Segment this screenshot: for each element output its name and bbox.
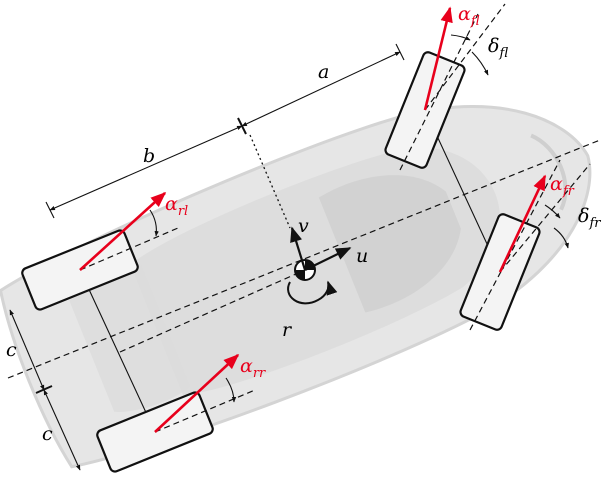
label-c-bottom: c <box>42 423 53 445</box>
label-u: u <box>356 245 368 267</box>
delta-fr-arc <box>553 227 569 249</box>
label-c-top: c <box>6 339 17 361</box>
dimension-c-bottom <box>43 389 81 471</box>
dimension-a-tick <box>395 43 405 61</box>
alpha-rl-arc <box>149 209 159 237</box>
label-alpha-fr: αfr <box>550 173 575 199</box>
delta-fl-arc <box>471 51 489 76</box>
label-alpha-rl: αrl <box>165 193 188 219</box>
label-r: r <box>282 319 293 341</box>
alpha-fr-arrow <box>498 174 547 273</box>
alpha-rr-arrow <box>154 353 240 433</box>
u-arrow <box>304 247 352 271</box>
alpha-fl-arrow <box>423 6 453 111</box>
alpha-fr-arc <box>544 204 561 219</box>
dimension-b-tick-left <box>45 201 55 219</box>
rl-direction-line <box>79 227 179 271</box>
label-v: v <box>298 215 309 237</box>
label-alpha-fl: αfl <box>458 3 480 29</box>
dimension-ab-tick <box>237 117 247 135</box>
yaw-rate-arc <box>287 280 338 305</box>
vehicle-centerline <box>7 139 601 379</box>
label-delta-fr: δfr <box>578 205 601 231</box>
dimension-c-mid-tick <box>35 385 53 394</box>
label-delta-fl: δfl <box>488 35 508 61</box>
fr-direction-line <box>499 163 591 273</box>
alpha-fl-arc <box>450 34 471 41</box>
alpha-rr-arc <box>225 377 237 403</box>
dimension-c-top <box>9 309 45 391</box>
label-a: a <box>318 61 329 83</box>
label-b: b <box>143 145 155 167</box>
rear-axle-to-center <box>119 269 306 353</box>
label-alpha-rr: αrr <box>240 355 266 381</box>
fl-direction-line <box>424 3 506 111</box>
rear-axle <box>79 269 156 433</box>
dimension-b <box>49 125 243 211</box>
v-arrow <box>290 226 307 271</box>
dimension-a <box>241 51 401 127</box>
cg-reference-line <box>249 134 291 229</box>
rr-direction-line <box>154 389 256 433</box>
